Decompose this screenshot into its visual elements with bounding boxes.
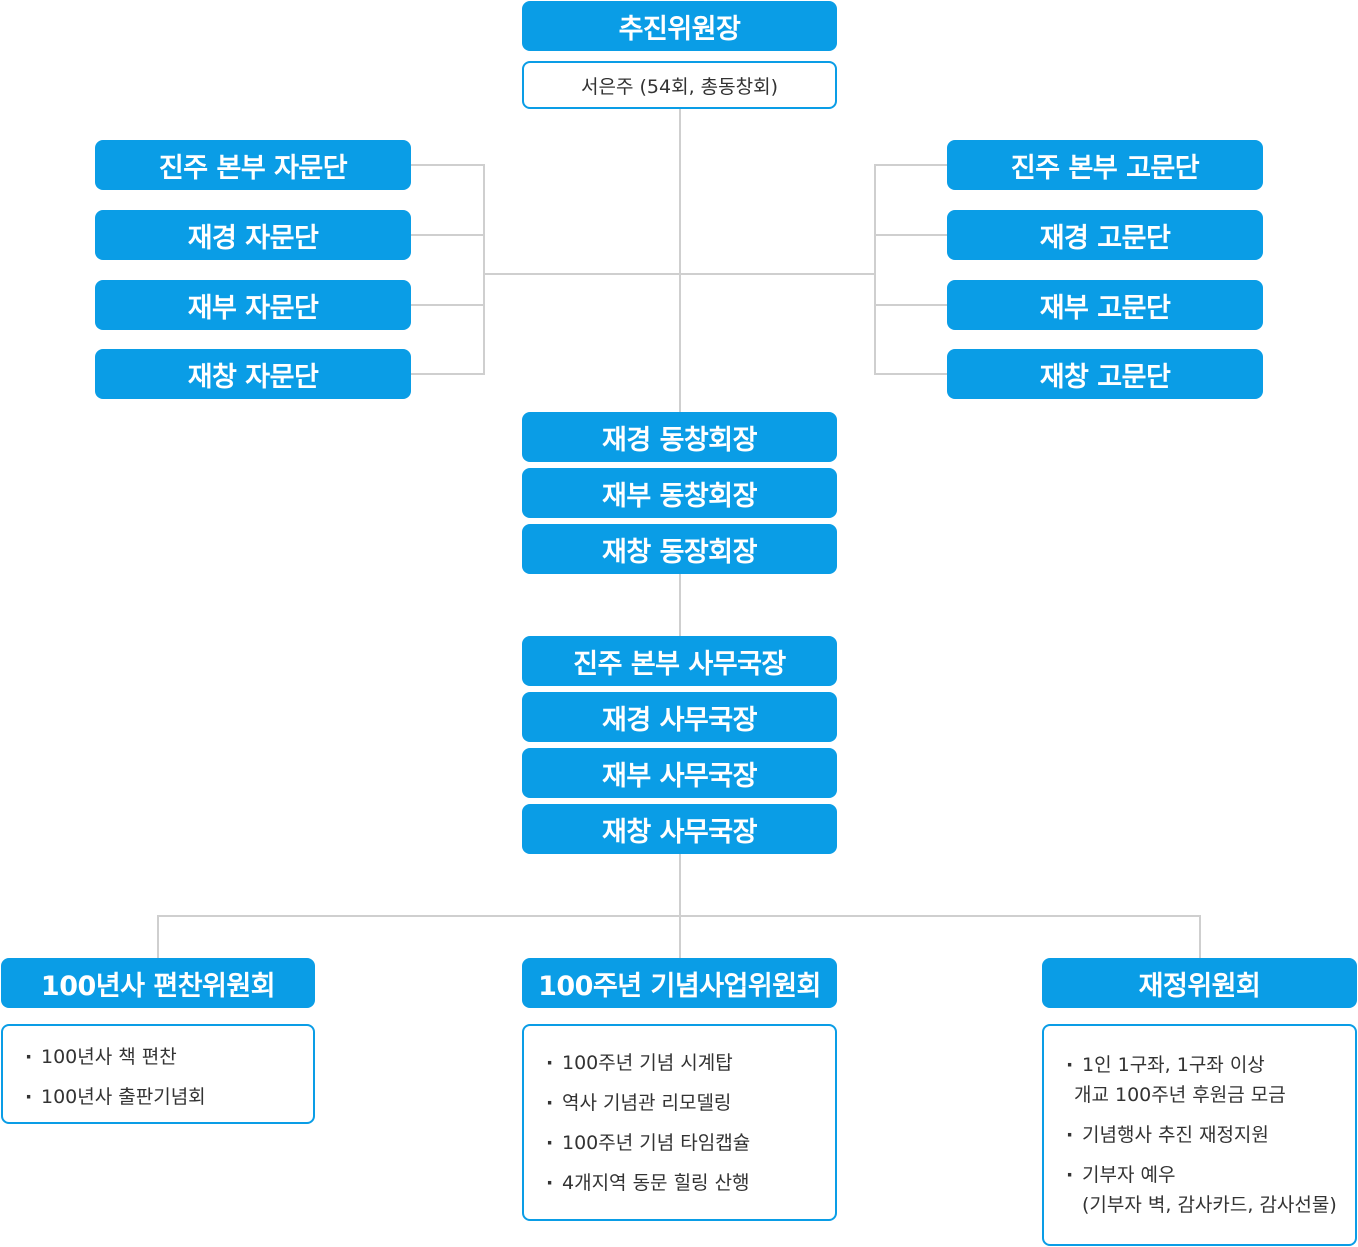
list-item-text-continued: (기부자 벽, 감사카드, 감사선물) xyxy=(1082,1194,1337,1216)
committee-3-list: · 1인 1구좌, 1구좌 이상 개교 100주년 후원금 모금 · 기념행사 … xyxy=(1042,1024,1357,1246)
list-item-text: 100년사 출판기념회 xyxy=(41,1086,206,1108)
bullet: · xyxy=(1066,1054,1074,1076)
list-item-text: 4개지역 동문 힐링 산행 xyxy=(562,1172,750,1194)
list-item-text: 100주년 기념 타임캡슐 xyxy=(562,1132,751,1154)
left-group-box-1: 진주 본부 자문단 xyxy=(95,140,411,190)
secretary-box-3: 재부 사무국장 xyxy=(522,748,837,798)
right-group-box-2: 재경 고문단 xyxy=(947,210,1263,260)
right-group-box-3: 재부 고문단 xyxy=(947,280,1263,330)
president-box-1: 재경 동창회장 xyxy=(522,412,837,462)
bullet: · xyxy=(1066,1164,1074,1186)
bullet: · xyxy=(546,1052,554,1074)
connector-right-stub-1 xyxy=(874,164,948,166)
bullet: · xyxy=(25,1086,33,1108)
connector-left-bracket xyxy=(483,164,485,375)
list-item-text-continued: 개교 100주년 후원금 모금 xyxy=(1074,1084,1286,1106)
list-item: · 100주년 기념 시계탑 xyxy=(546,1048,825,1078)
left-group-box-2: 재경 자문단 xyxy=(95,210,411,260)
list-item-text: 기부자 예우 xyxy=(1082,1164,1176,1186)
committee-2-title: 100주년 기념사업위원회 xyxy=(522,958,837,1008)
bullet: · xyxy=(546,1092,554,1114)
bullet: · xyxy=(1066,1124,1074,1146)
connector-right-stub-3 xyxy=(874,304,948,306)
connector-right-stub-4 xyxy=(874,373,948,375)
connector-left-stub-4 xyxy=(410,373,484,375)
secretary-box-4: 재창 사무국장 xyxy=(522,804,837,854)
list-item: · 4개지역 동문 힐링 산행 xyxy=(546,1168,825,1198)
list-item: · 1인 1구좌, 1구좌 이상 개교 100주년 후원금 모금 xyxy=(1066,1050,1345,1110)
list-item: · 100주년 기념 타임캡슐 xyxy=(546,1128,825,1158)
committee-1-list: · 100년사 책 편찬 · 100년사 출판기념회 xyxy=(1,1024,315,1124)
chair-name-box: 서은주 (54회, 총동창회) xyxy=(522,61,837,109)
secretary-box-1: 진주 본부 사무국장 xyxy=(522,636,837,686)
bullet: · xyxy=(25,1046,33,1068)
list-item: · 기념행사 추진 재정지원 xyxy=(1066,1120,1345,1150)
list-item: · 100년사 책 편찬 xyxy=(25,1042,303,1072)
president-box-3: 재창 동장회장 xyxy=(522,524,837,574)
list-item: · 기부자 예우 (기부자 벽, 감사카드, 감사선물) xyxy=(1066,1160,1345,1220)
bullet: · xyxy=(546,1132,554,1154)
bullet: · xyxy=(546,1172,554,1194)
connector-presidents-to-secretaries xyxy=(679,573,681,637)
connector-right-bracket xyxy=(874,164,876,375)
connector-left-stub-3 xyxy=(410,304,484,306)
president-box-2: 재부 동창회장 xyxy=(522,468,837,518)
list-item-text: 역사 기념관 리모델링 xyxy=(562,1092,732,1114)
right-group-box-4: 재창 고문단 xyxy=(947,349,1263,399)
connector-left-stub-1 xyxy=(410,164,484,166)
connector-right-stub-2 xyxy=(874,234,948,236)
committee-2-list: · 100주년 기념 시계탑 · 역사 기념관 리모델링 · 100주년 기념 … xyxy=(522,1024,837,1221)
left-group-box-4: 재창 자문단 xyxy=(95,349,411,399)
committee-1-title: 100년사 편찬위원회 xyxy=(1,958,315,1008)
list-item-text: 100주년 기념 시계탑 xyxy=(562,1052,733,1074)
connector-left-stub-2 xyxy=(410,234,484,236)
connector-secretaries-down xyxy=(679,853,681,958)
secretary-box-2: 재경 사무국장 xyxy=(522,692,837,742)
list-item-text: 100년사 책 편찬 xyxy=(41,1046,177,1068)
list-item: · 역사 기념관 리모델링 xyxy=(546,1088,825,1118)
connector-bottom-right-drop xyxy=(1199,915,1201,958)
list-item-text: 1인 1구좌, 1구좌 이상 xyxy=(1082,1054,1265,1076)
list-item-text: 기념행사 추진 재정지원 xyxy=(1082,1124,1269,1146)
connector-main-vertical xyxy=(679,108,681,413)
connector-horizontal-mid xyxy=(483,273,876,275)
list-item: · 100년사 출판기념회 xyxy=(25,1082,303,1112)
committee-3-title: 재정위원회 xyxy=(1042,958,1357,1008)
connector-bottom-left-drop xyxy=(157,915,159,958)
connector-bottom-horizontal xyxy=(157,915,1201,917)
left-group-box-3: 재부 자문단 xyxy=(95,280,411,330)
chair-title-box: 추진위원장 xyxy=(522,1,837,51)
right-group-box-1: 진주 본부 고문단 xyxy=(947,140,1263,190)
